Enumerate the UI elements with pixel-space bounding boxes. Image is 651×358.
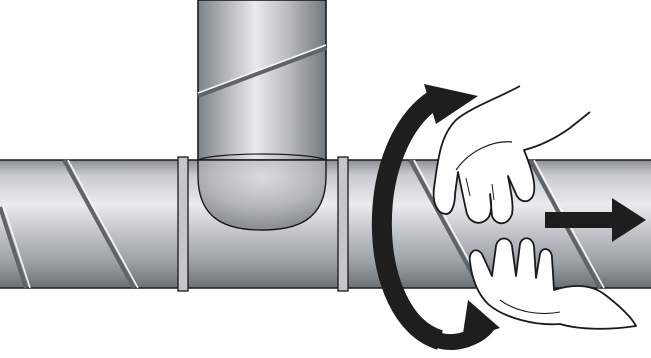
branch-duct xyxy=(198,0,326,170)
tee-saddle xyxy=(198,154,326,230)
